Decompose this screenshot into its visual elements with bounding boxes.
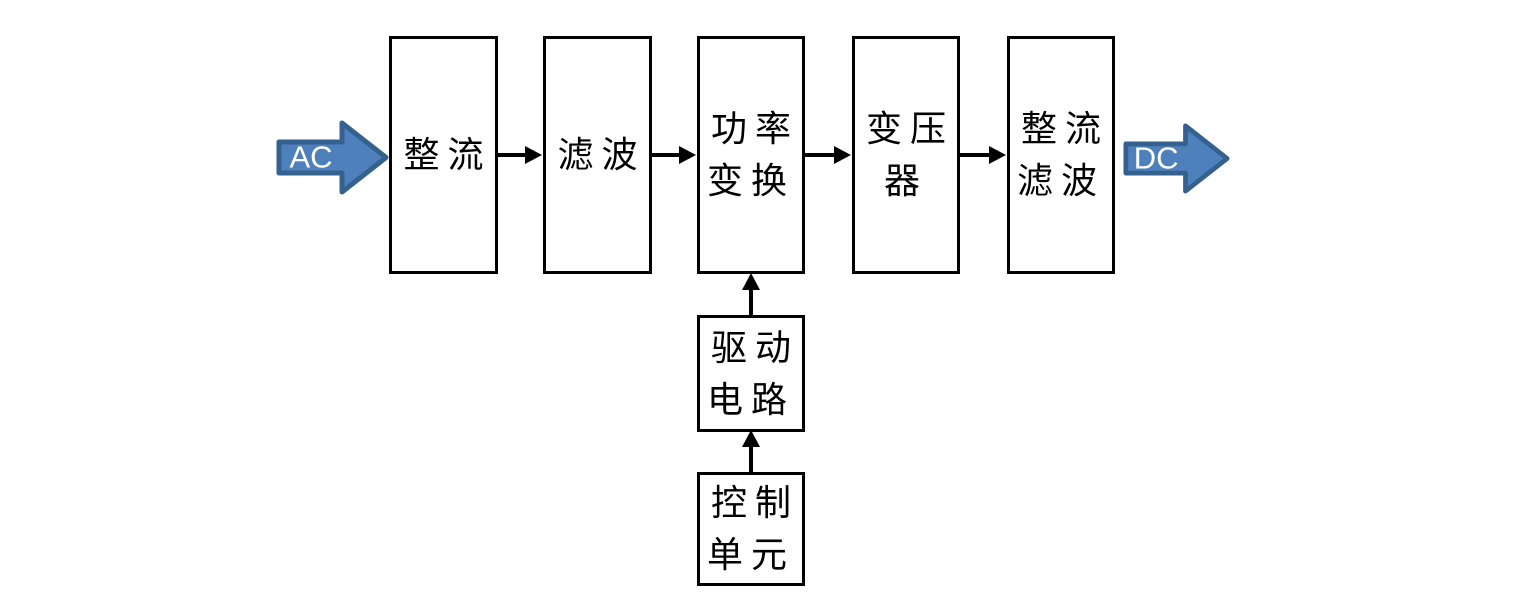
block-filter-label: 滤波 [557,135,646,175]
block-arrow-right-icon [276,120,389,195]
arrow-head [834,146,851,164]
block-drive-circuit: 驱动电路 [697,315,805,432]
block-control-unit: 控制单元 [697,472,805,586]
block-drive-circuit-label: 驱动电路 [706,327,799,420]
arrow-transformer-to-rectify-filter-icon [960,146,1006,164]
arrow-head [525,146,542,164]
arrow-head [989,146,1006,164]
arrow-head [742,273,760,290]
block-control-unit-label: 控制单元 [706,483,799,575]
arrow-drive-circuit-to-power-conversion-icon [742,273,760,315]
arrow-head [679,146,696,164]
block-filter: 滤波 [543,36,652,274]
block-arrow-right-icon [1123,123,1230,194]
block-rectify-filter-label: 整流滤波 [1016,109,1109,201]
dc-label: DC [1133,139,1179,175]
block-rectifier-label: 整流 [403,135,492,175]
block-transformer-label: 变压器 [865,109,954,201]
block-arrow-shape [276,120,389,195]
block-rectifier: 整流 [389,36,498,274]
block-rectify-filter: 整流滤波 [1007,36,1115,274]
arrow-power-conversion-to-transformer-icon [805,146,851,164]
block-power-conversion: 功率变换 [697,36,805,274]
arrow-control-unit-to-drive-circuit-icon [742,430,760,472]
ac-label: AC [289,138,333,174]
arrow-head [742,430,760,447]
dc-output-arrow: DC [1123,121,1230,196]
arrow-rectifier-to-filter-icon [497,146,542,164]
block-arrow-shape [1123,123,1230,194]
arrow-filter-to-power-conversion-icon [651,146,696,164]
block-transformer: 变压器 [852,36,960,274]
block-power-conversion-label: 功率变换 [706,109,799,201]
ac-input-arrow: AC [276,119,389,196]
